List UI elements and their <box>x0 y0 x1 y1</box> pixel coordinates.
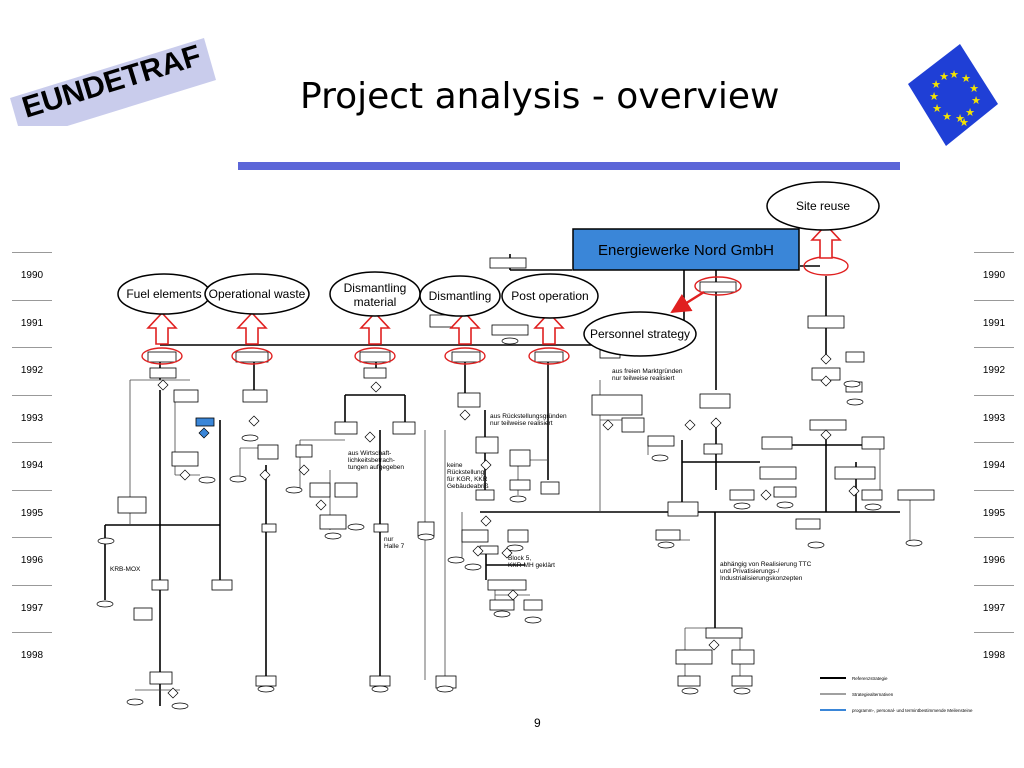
year-label: 1995 <box>12 489 52 538</box>
slide-title: Project analysis - overview <box>300 76 780 117</box>
no-reserve-note-1: keine <box>447 462 463 469</box>
year-label: 1993 <box>974 394 1014 443</box>
economic-note-2: lichkeitsbetrach- <box>348 457 395 464</box>
no-reserve-note-3: für KGR, KKR <box>447 476 488 483</box>
upward-arrows <box>146 223 842 345</box>
svg-text:★: ★ <box>942 111 952 123</box>
fuel-elements-label: Fuel elements <box>126 287 201 301</box>
year-label: 1992 <box>974 347 1014 395</box>
no-reserve-note-4: Gebäudeabriß <box>447 483 489 490</box>
year-label: 1998 <box>974 632 1014 680</box>
ttc-note-1: abhängig von Realisierung TTC <box>720 561 812 568</box>
legend-reference: Referenzstrategie <box>852 676 888 681</box>
site-reuse-label: Site reuse <box>796 199 850 213</box>
dismantling-material-label-1: Dismantling <box>344 281 407 295</box>
strategy-ellipses <box>117 181 880 357</box>
year-label: 1991 <box>974 299 1014 348</box>
timeline-branches <box>104 254 900 706</box>
market-note-1: aus freien Marktgründen <box>612 368 683 375</box>
legend-alternatives: Strategiealternativen <box>852 692 894 697</box>
process-boxes <box>117 257 935 689</box>
svg-text:★: ★ <box>929 91 939 103</box>
year-label: 1993 <box>12 394 52 443</box>
eu-flag-icon: ★★★ ★★★ ★★★ ★★★ <box>908 44 998 146</box>
svg-text:★: ★ <box>949 69 959 81</box>
post-operation-label: Post operation <box>511 289 588 303</box>
svg-text:★: ★ <box>965 107 975 119</box>
annotations: KRB-MOX aus freien Marktgründen nur teil… <box>110 368 812 582</box>
year-label: 1990 <box>12 252 52 300</box>
year-label: 1994 <box>12 442 52 490</box>
personnel-strategy-label: Personnel strategy <box>590 327 690 341</box>
legend-milestones: programm-, personal- und termintbestimme… <box>852 708 973 713</box>
svg-text:★: ★ <box>959 117 969 129</box>
year-label: 1998 <box>12 632 52 680</box>
eundetraf-logo: EUNDETRAF <box>10 38 216 126</box>
economic-note-3: tungen aufgegeben <box>348 464 404 471</box>
operational-waste-label: Operational waste <box>209 287 306 301</box>
year-label: 1990 <box>974 252 1014 300</box>
ttc-note-3: Industrialisierungskonzepten <box>720 575 803 582</box>
hall-note-1: nur <box>384 536 394 543</box>
safety-note-1: aus Rückstellungsgründen <box>490 413 567 420</box>
hall-note-2: Halle 7 <box>384 543 405 550</box>
end-nodes <box>96 337 923 710</box>
year-label: 1997 <box>12 584 52 633</box>
no-reserve-note-2: Rückstellung <box>447 469 485 476</box>
personnel-arrow <box>670 290 705 314</box>
energiewerke-org-box: Energiewerke Nord GmbH <box>572 228 800 271</box>
year-label: 1991 <box>12 299 52 348</box>
year-label: 1996 <box>974 537 1014 585</box>
year-label: 1997 <box>974 584 1014 633</box>
economic-note-1: aus Wirtschaft- <box>348 450 391 457</box>
year-label: 1995 <box>974 489 1014 538</box>
svg-text:★: ★ <box>955 113 965 125</box>
svg-text:★: ★ <box>931 79 941 91</box>
org-box-label: Energiewerke Nord GmbH <box>598 242 774 259</box>
title-underline <box>238 162 900 170</box>
ttc-note-2: und Privatisierungs-/ <box>720 568 779 575</box>
market-note-2: nur teilweise realisiert <box>612 375 675 382</box>
year-axis-left: 1990 1991 1992 1993 1994 1995 1996 1997 … <box>12 252 52 680</box>
block5-note-2: KKR-MH geklärt <box>508 562 555 569</box>
svg-text:★: ★ <box>939 71 949 83</box>
milestone-markers <box>141 256 849 365</box>
block5-note-1: Block 5, <box>508 555 531 562</box>
dismantling-material-label-2: material <box>354 295 397 309</box>
safety-note-2: nur teilweise realisiert <box>490 420 553 427</box>
year-label: 1992 <box>12 347 52 395</box>
legend: Referenzstrategie Strategiealternativen … <box>820 676 973 713</box>
year-label: 1994 <box>974 442 1014 490</box>
krb-mox-note: KRB-MOX <box>110 566 141 573</box>
page-number: 9 <box>534 716 541 730</box>
year-axis-right: 1990 1991 1992 1993 1994 1995 1996 1997 … <box>974 252 1014 680</box>
ellipse-labels: Fuel elements Operational waste Dismantl… <box>126 199 850 341</box>
svg-text:★: ★ <box>961 73 971 85</box>
svg-text:★: ★ <box>969 83 979 95</box>
decision-nodes <box>157 353 860 699</box>
dismantling-label: Dismantling <box>429 289 492 303</box>
svg-text:★: ★ <box>932 103 942 115</box>
year-label: 1996 <box>12 537 52 585</box>
svg-text:★: ★ <box>971 95 981 107</box>
